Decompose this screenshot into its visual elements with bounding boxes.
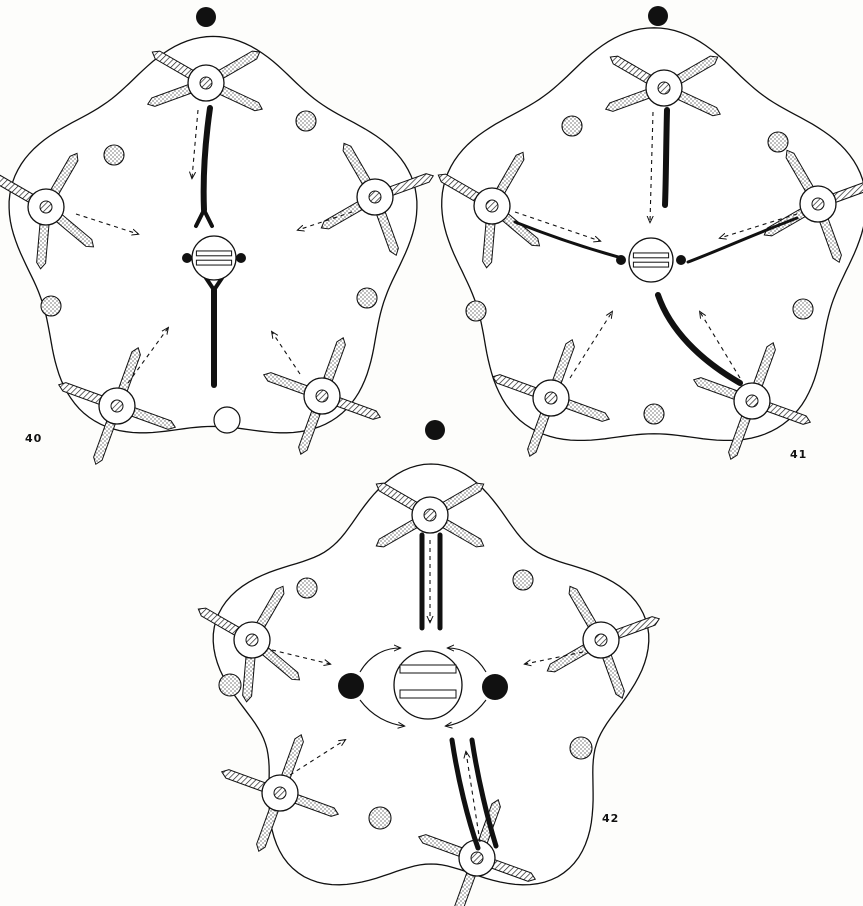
hatched-core-icon: [246, 634, 258, 646]
hatched-core-icon: [545, 392, 557, 404]
hatched-core-icon: [316, 390, 328, 402]
dot-marker-icon: [648, 6, 668, 26]
ovary-circle: [629, 238, 673, 282]
pollen-circle-icon: [793, 299, 813, 319]
ovary-bar: [400, 665, 456, 673]
pollen-circle-icon: [369, 807, 391, 829]
figure-41: [438, 6, 863, 459]
hatched-core-icon: [746, 395, 758, 407]
hatched-core-icon: [424, 509, 436, 521]
hatched-core-icon: [471, 852, 483, 864]
dot-marker-icon: [236, 253, 246, 263]
ovary-circle: [394, 651, 462, 719]
hatched-core-icon: [200, 77, 212, 89]
hatched-core-icon: [486, 200, 498, 212]
figure-42: [198, 420, 659, 906]
hatched-core-icon: [274, 787, 286, 799]
hatched-core-icon: [595, 634, 607, 646]
dot-marker-icon: [676, 255, 686, 265]
dot-marker-icon: [616, 255, 626, 265]
dot-marker-icon: [482, 674, 508, 700]
pollen-circle-icon: [768, 132, 788, 152]
pollen-circle-icon: [297, 578, 317, 598]
dot-marker-icon: [196, 7, 216, 27]
ovary-bar: [633, 262, 668, 267]
pollen-circle-icon: [570, 737, 592, 759]
ovary-bar: [633, 253, 668, 258]
hatched-core-icon: [40, 201, 52, 213]
hatched-core-icon: [658, 82, 670, 94]
figure-label-40: 40: [25, 432, 42, 445]
hatched-core-icon: [111, 400, 123, 412]
pollen-circle-icon: [357, 288, 377, 308]
pollen-circle-icon: [466, 301, 486, 321]
pollen-circle-icon: [104, 145, 124, 165]
ovary-bar: [196, 251, 231, 256]
ovary-bar: [196, 260, 231, 265]
dot-marker-icon: [425, 420, 445, 440]
dot-marker-icon: [338, 673, 364, 699]
pollen-circle-icon: [513, 570, 533, 590]
style-band: [665, 110, 667, 205]
hatched-core-icon: [369, 191, 381, 203]
stigma-circle: [214, 407, 240, 433]
figure-label-42: 42: [602, 812, 619, 825]
figure-label-41: 41: [790, 448, 807, 461]
hatched-core-icon: [812, 198, 824, 210]
pollen-circle-icon: [296, 111, 316, 131]
ovary-circle: [192, 236, 236, 280]
ovary-bar: [400, 690, 456, 698]
figure-40: [0, 7, 433, 464]
pollen-circle-icon: [562, 116, 582, 136]
pollen-circle-icon: [644, 404, 664, 424]
pollen-circle-icon: [41, 296, 61, 316]
pollen-circle-icon: [219, 674, 241, 696]
dot-marker-icon: [182, 253, 192, 263]
